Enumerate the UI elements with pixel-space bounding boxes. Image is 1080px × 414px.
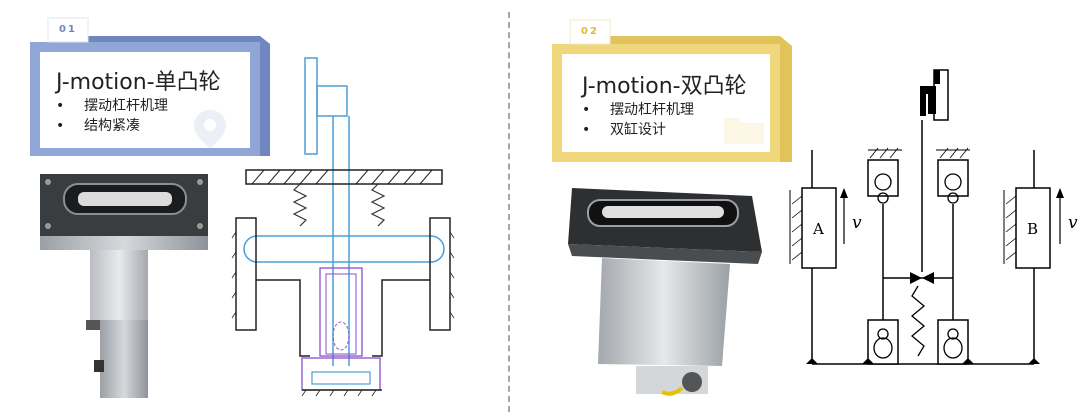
right-panel: 02 J-motion-双凸轮 •摆动杠杆机理 •双缸设计 xyxy=(512,0,1080,414)
feature-list: •摆动杠杆机理 •双缸设计 xyxy=(582,100,694,140)
folder-icon xyxy=(724,118,764,144)
single-cam-device-photo xyxy=(40,174,208,398)
list-item: •双缸设计 xyxy=(582,122,666,138)
left-panel: 01 J-motion-单凸轮 •摆动杠杆机理 •结构紧凑 xyxy=(0,0,508,414)
single-cam-schematic xyxy=(231,57,455,397)
panel-divider xyxy=(508,12,510,412)
card-02-background xyxy=(552,19,792,162)
lower-left-cam xyxy=(867,319,899,365)
card-number: 01 xyxy=(59,24,77,35)
velocity-a-label: v xyxy=(852,213,862,233)
list-item: •结构紧凑 xyxy=(56,118,140,134)
list-item: •摆动杠杆机理 xyxy=(56,98,168,114)
card-single-cam: 01 J-motion-单凸轮 •摆动杠杆机理 •结构紧凑 xyxy=(30,16,270,156)
velocity-b-label: v xyxy=(1068,213,1078,233)
card-01-background xyxy=(30,17,270,156)
double-cam-device-photo xyxy=(568,188,762,396)
card-double-cam: 02 J-motion-双凸轮 •摆动杠杆机理 •双缸设计 xyxy=(552,16,792,162)
location-pin-icon xyxy=(194,110,226,148)
double-cam-schematic: A v B v xyxy=(789,69,1078,365)
cylinder-a-label: A xyxy=(812,220,824,238)
card-title: J-motion-双凸轮 xyxy=(582,74,747,99)
feature-list: •摆动杠杆机理 •结构紧凑 xyxy=(56,96,168,136)
upper-right-cam xyxy=(936,147,970,278)
card-number: 02 xyxy=(581,26,599,37)
upper-left-cam xyxy=(867,147,902,278)
list-item: •摆动杠杆机理 xyxy=(582,102,694,118)
lower-right-cam xyxy=(937,319,969,365)
cylinder-b-label: B xyxy=(1027,220,1038,238)
card-title: J-motion-单凸轮 xyxy=(56,70,221,95)
